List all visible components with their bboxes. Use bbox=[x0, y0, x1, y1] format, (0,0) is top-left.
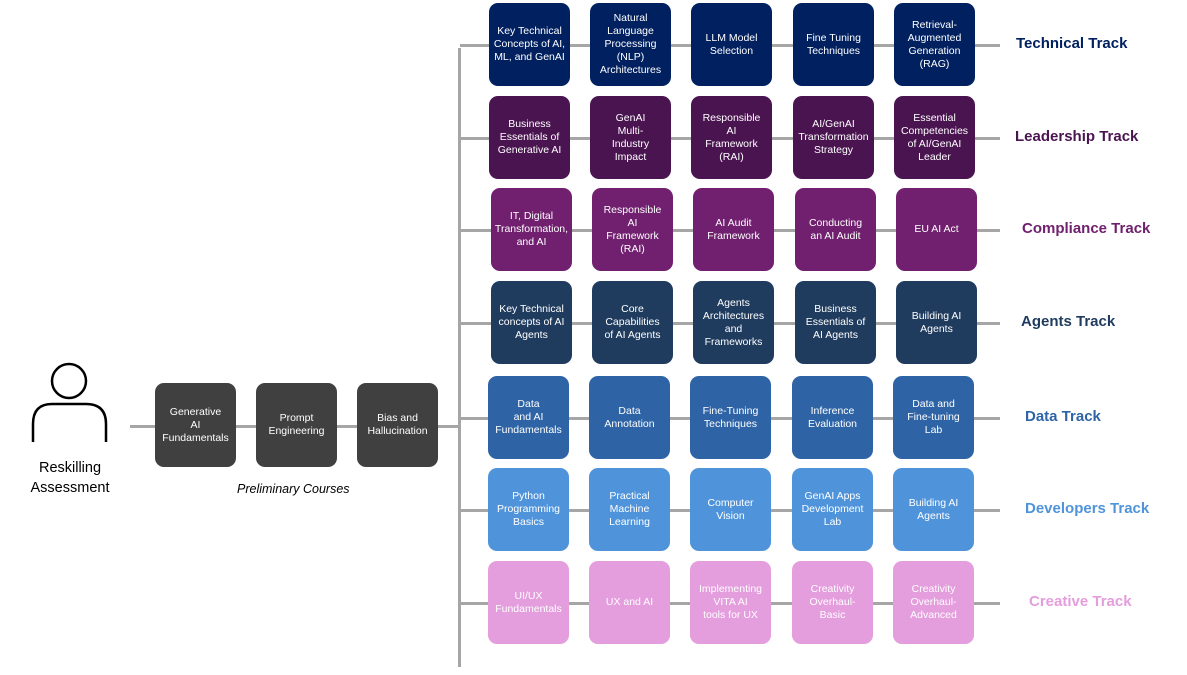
track-course[interactable]: AI Audit Framework bbox=[693, 188, 774, 271]
track-course[interactable]: Responsible AI Framework (RAI) bbox=[592, 188, 673, 271]
track-label: Technical Track bbox=[1016, 34, 1128, 52]
track-course[interactable]: Creativity Overhaul- Basic bbox=[792, 561, 873, 644]
track-course[interactable]: UX and AI bbox=[589, 561, 670, 644]
track-course[interactable]: Implementing VITA AI tools for UX bbox=[690, 561, 771, 644]
track-course[interactable]: GenAI Multi- Industry Impact bbox=[590, 96, 671, 179]
track-course[interactable]: Conducting an AI Audit bbox=[795, 188, 876, 271]
track-course[interactable]: UI/UX Fundamentals bbox=[488, 561, 569, 644]
person-icon bbox=[31, 362, 108, 442]
prelim-course[interactable]: Generative AI Fundamentals bbox=[155, 383, 236, 467]
track-course[interactable]: Practical Machine Learning bbox=[589, 468, 670, 551]
track-course[interactable]: Python Programming Basics bbox=[488, 468, 569, 551]
preliminary-courses-caption: Preliminary Courses bbox=[237, 482, 350, 496]
track-course[interactable]: GenAI Apps Development Lab bbox=[792, 468, 873, 551]
track-label: Compliance Track bbox=[1022, 219, 1151, 237]
track-course[interactable]: Creativity Overhaul- Advanced bbox=[893, 561, 974, 644]
track-course[interactable]: Data and AI Fundamentals bbox=[488, 376, 569, 459]
vertical-spine bbox=[458, 48, 461, 667]
track-course[interactable]: Data Annotation bbox=[589, 376, 670, 459]
track-course[interactable]: Business Essentials of Generative AI bbox=[489, 96, 570, 179]
prelim-course[interactable]: Bias and Hallucination bbox=[357, 383, 438, 467]
track-course[interactable]: LLM Model Selection bbox=[691, 3, 772, 86]
track-course[interactable]: Building AI Agents bbox=[896, 281, 977, 364]
track-course[interactable]: Core Capabilities of AI Agents bbox=[592, 281, 673, 364]
track-course[interactable]: Agents Architectures and Frameworks bbox=[693, 281, 774, 364]
track-course[interactable]: Essential Competencies of AI/GenAI Leade… bbox=[894, 96, 975, 179]
track-course[interactable]: Building AI Agents bbox=[893, 468, 974, 551]
track-course[interactable]: Data and Fine-tuning Lab bbox=[893, 376, 974, 459]
track-label: Developers Track bbox=[1025, 499, 1150, 517]
track-label: Data Track bbox=[1025, 407, 1101, 425]
track-course[interactable]: Retrieval- Augmented Generation (RAG) bbox=[894, 3, 975, 86]
track-course[interactable]: EU AI Act bbox=[896, 188, 977, 271]
track-course[interactable]: Computer Vision bbox=[690, 468, 771, 551]
track-label: Leadership Track bbox=[1015, 127, 1139, 145]
track-course[interactable]: Fine-Tuning Techniques bbox=[690, 376, 771, 459]
track-course[interactable]: Fine Tuning Techniques bbox=[793, 3, 874, 86]
track-course[interactable]: AI/GenAI Transformation Strategy bbox=[793, 96, 874, 179]
track-course[interactable]: IT, Digital Transformation, and AI bbox=[491, 188, 572, 271]
track-course[interactable]: Inference Evaluation bbox=[792, 376, 873, 459]
reskilling-assessment-label: Reskilling Assessment bbox=[30, 460, 110, 496]
prelim-course[interactable]: Prompt Engineering bbox=[256, 383, 337, 467]
track-course[interactable]: Key Technical concepts of AI Agents bbox=[491, 281, 572, 364]
track-course[interactable]: Business Essentials of AI Agents bbox=[795, 281, 876, 364]
track-label: Agents Track bbox=[1021, 312, 1116, 330]
track-label: Creative Track bbox=[1029, 592, 1132, 610]
track-course[interactable]: Key Technical Concepts of AI, ML, and Ge… bbox=[489, 3, 570, 86]
track-course[interactable]: Natural Language Processing (NLP) Archit… bbox=[590, 3, 671, 86]
track-course[interactable]: Responsible AI Framework (RAI) bbox=[691, 96, 772, 179]
